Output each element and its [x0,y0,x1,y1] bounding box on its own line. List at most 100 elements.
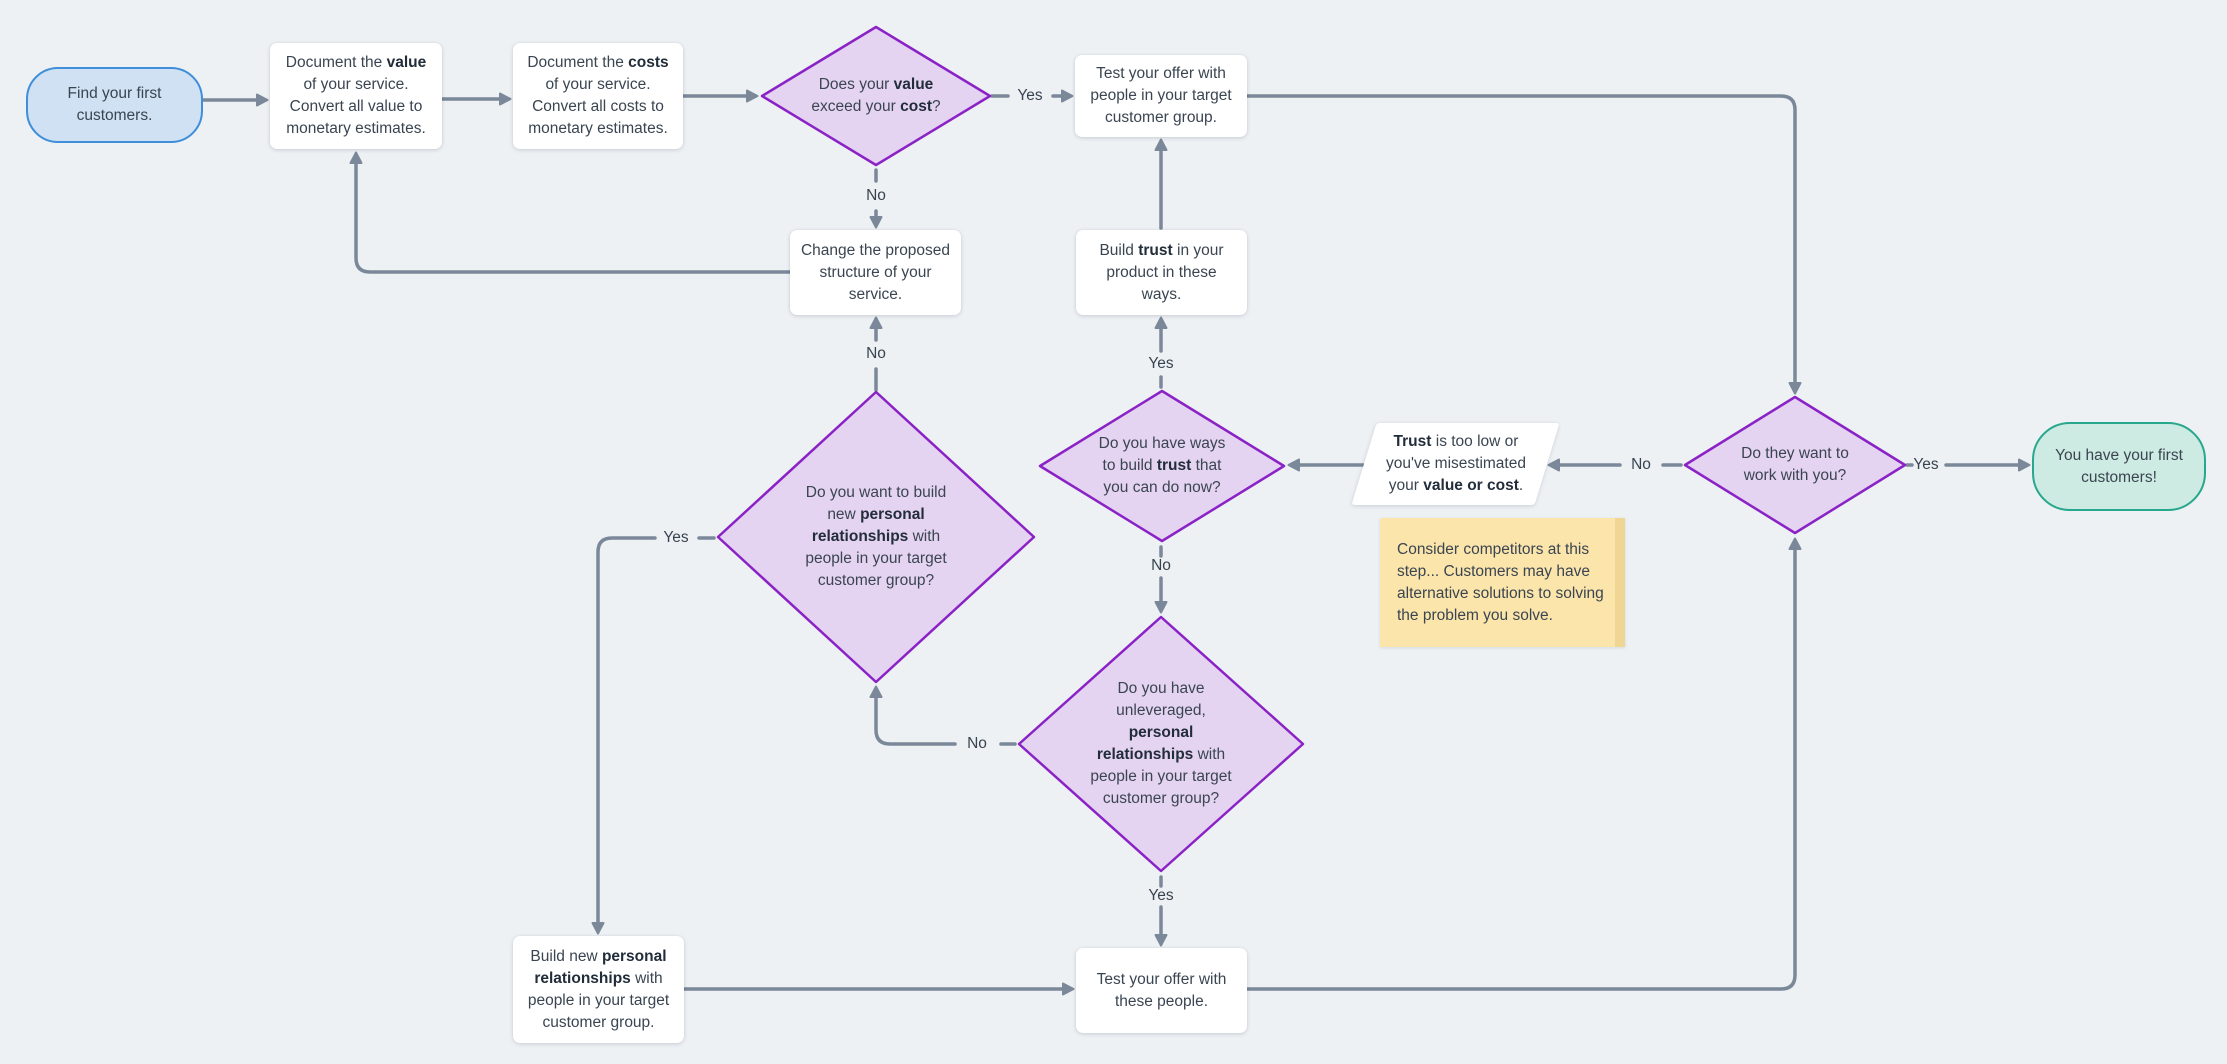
text-segment-bold: relationships [534,969,631,987]
node-end: You have your first customers! [2032,422,2206,511]
node-start: Find your first customers. [26,67,203,143]
text-segment: alternative solutions to solving [1397,584,1604,602]
text-segment: of your service. [303,76,409,93]
text-segment: people in your target [1090,768,1232,785]
text-segment: Do you have [1117,680,1205,697]
diamond-shape [1017,615,1305,873]
text-segment: monetary estimates. [528,120,668,137]
text-segment: your [1388,477,1424,494]
text-segment-bold: trust [1138,241,1173,259]
text-segment: You have your first [2055,446,2183,464]
text-segment: in your [1172,241,1224,259]
node-d-ways-trust: Do you have ways to build trust that you c… [1038,389,1286,543]
node-text: Consider competitors at this step... Cust… [1397,539,1604,627]
text-segment: is too low or [1431,433,1519,450]
edge-label-no-d-new-personal-change-structure: No [866,345,886,362]
text-segment: Convert all value to [289,98,423,115]
text-segment-bold: personal [860,506,925,523]
node-text: Do you have ways to build trust that you c… [1099,433,1226,499]
text-segment: people in your target [805,550,947,567]
text-segment-bold: relationships [1096,746,1194,763]
text-segment: people in your target [527,991,670,1009]
text-segment: unleveraged, [1116,702,1206,719]
text-segment: Find your first [67,85,162,102]
text-segment-bold: Trust [1393,433,1432,450]
node-d-new-personal: Do you want to build new personal relation… [716,390,1036,684]
text-segment: the problem you solve. [1397,606,1553,624]
text-segment-bold: relationships [811,528,909,545]
edge-test-offer-people-d-want-work [1245,537,1802,991]
text-segment: product in these [1106,263,1217,281]
node-test-offer-target: Test your offer with people in your targe… [1075,55,1247,137]
text-segment: with [908,528,941,545]
text-segment: Document the [285,54,387,71]
node-text: Trust is too low or you've misestimated yo… [1386,431,1526,497]
text-segment: Do you have ways [1098,435,1226,452]
node-text: Find your first customers. [68,83,162,127]
text-segment: structure of your [819,263,932,281]
edge-d-new-personal-build-new [591,536,657,935]
text-segment: customer group. [542,1013,655,1031]
edge-label-yes-d-unleveraged-test-offer-people: Yes [1148,887,1174,904]
text-segment: Convert all costs to [532,98,664,115]
text-segment: Document the [527,54,629,71]
node-d-want-work: Do they want to work with you? [1683,395,1907,535]
text-segment: Test your offer with [1096,970,1227,988]
text-segment: Do they want to [1741,445,1849,462]
text-segment: customer group? [1102,790,1220,807]
node-text: Test your offer with these people. [1097,969,1227,1013]
diamond-shape [1038,389,1286,543]
text-segment: Consider competitors at this [1397,540,1590,558]
edge-label-no-d-value-cost-change-structure: No [866,187,886,204]
diamond-shape [1683,395,1907,535]
node-build-trust: Build trust in your product in these ways. [1076,230,1247,315]
text-segment: ways. [1141,285,1182,303]
node-text: Do they want to work with you? [1741,443,1849,487]
text-segment: exceed your [811,98,901,115]
edge-change-structure-doc-value [349,151,792,274]
text-segment: customers! [2081,468,2157,486]
node-text: You have your first customers! [2055,445,2183,489]
text-segment: Do you want to build [805,484,947,501]
text-segment: you can do now? [1103,479,1221,496]
text-segment: service. [848,285,903,303]
text-segment: people in your target [1090,87,1232,104]
text-segment: . [1518,477,1524,494]
text-segment: work with you? [1743,467,1847,484]
node-note-competitors: Consider competitors at this step... Cust… [1380,518,1625,647]
text-segment: ? [932,98,941,115]
text-segment: that [1191,457,1222,474]
edge-label-yes-d-ways-trust-build-trust: Yes [1148,355,1174,372]
text-segment: Build [1099,241,1139,259]
text-segment: Does your [818,76,894,93]
text-segment: monetary estimates. [286,120,426,137]
text-segment: with [630,969,663,987]
text-segment-bold: trust [1156,457,1192,474]
node-text: Test your offer with people in your targe… [1090,63,1231,129]
text-segment: to build [1102,457,1157,474]
text-segment: Test your offer with [1096,65,1226,82]
text-segment-bold: cost [900,98,932,115]
text-segment: these people. [1114,992,1209,1010]
edge-label-no-d-want-work-para: No [1631,456,1651,473]
text-segment: customer group. [1104,109,1217,126]
text-segment: customers. [76,107,153,124]
text-segment: you've misestimated [1386,455,1526,472]
text-segment: customer group? [817,572,935,589]
edge-label-yes-d-want-work-end: Yes [1913,456,1939,473]
diamond-shape [760,25,992,167]
text-segment: new [827,506,861,523]
text-segment: step... Customers may have [1397,562,1590,580]
text-segment-bold: costs [628,54,669,71]
text-segment-bold: personal [601,947,667,965]
